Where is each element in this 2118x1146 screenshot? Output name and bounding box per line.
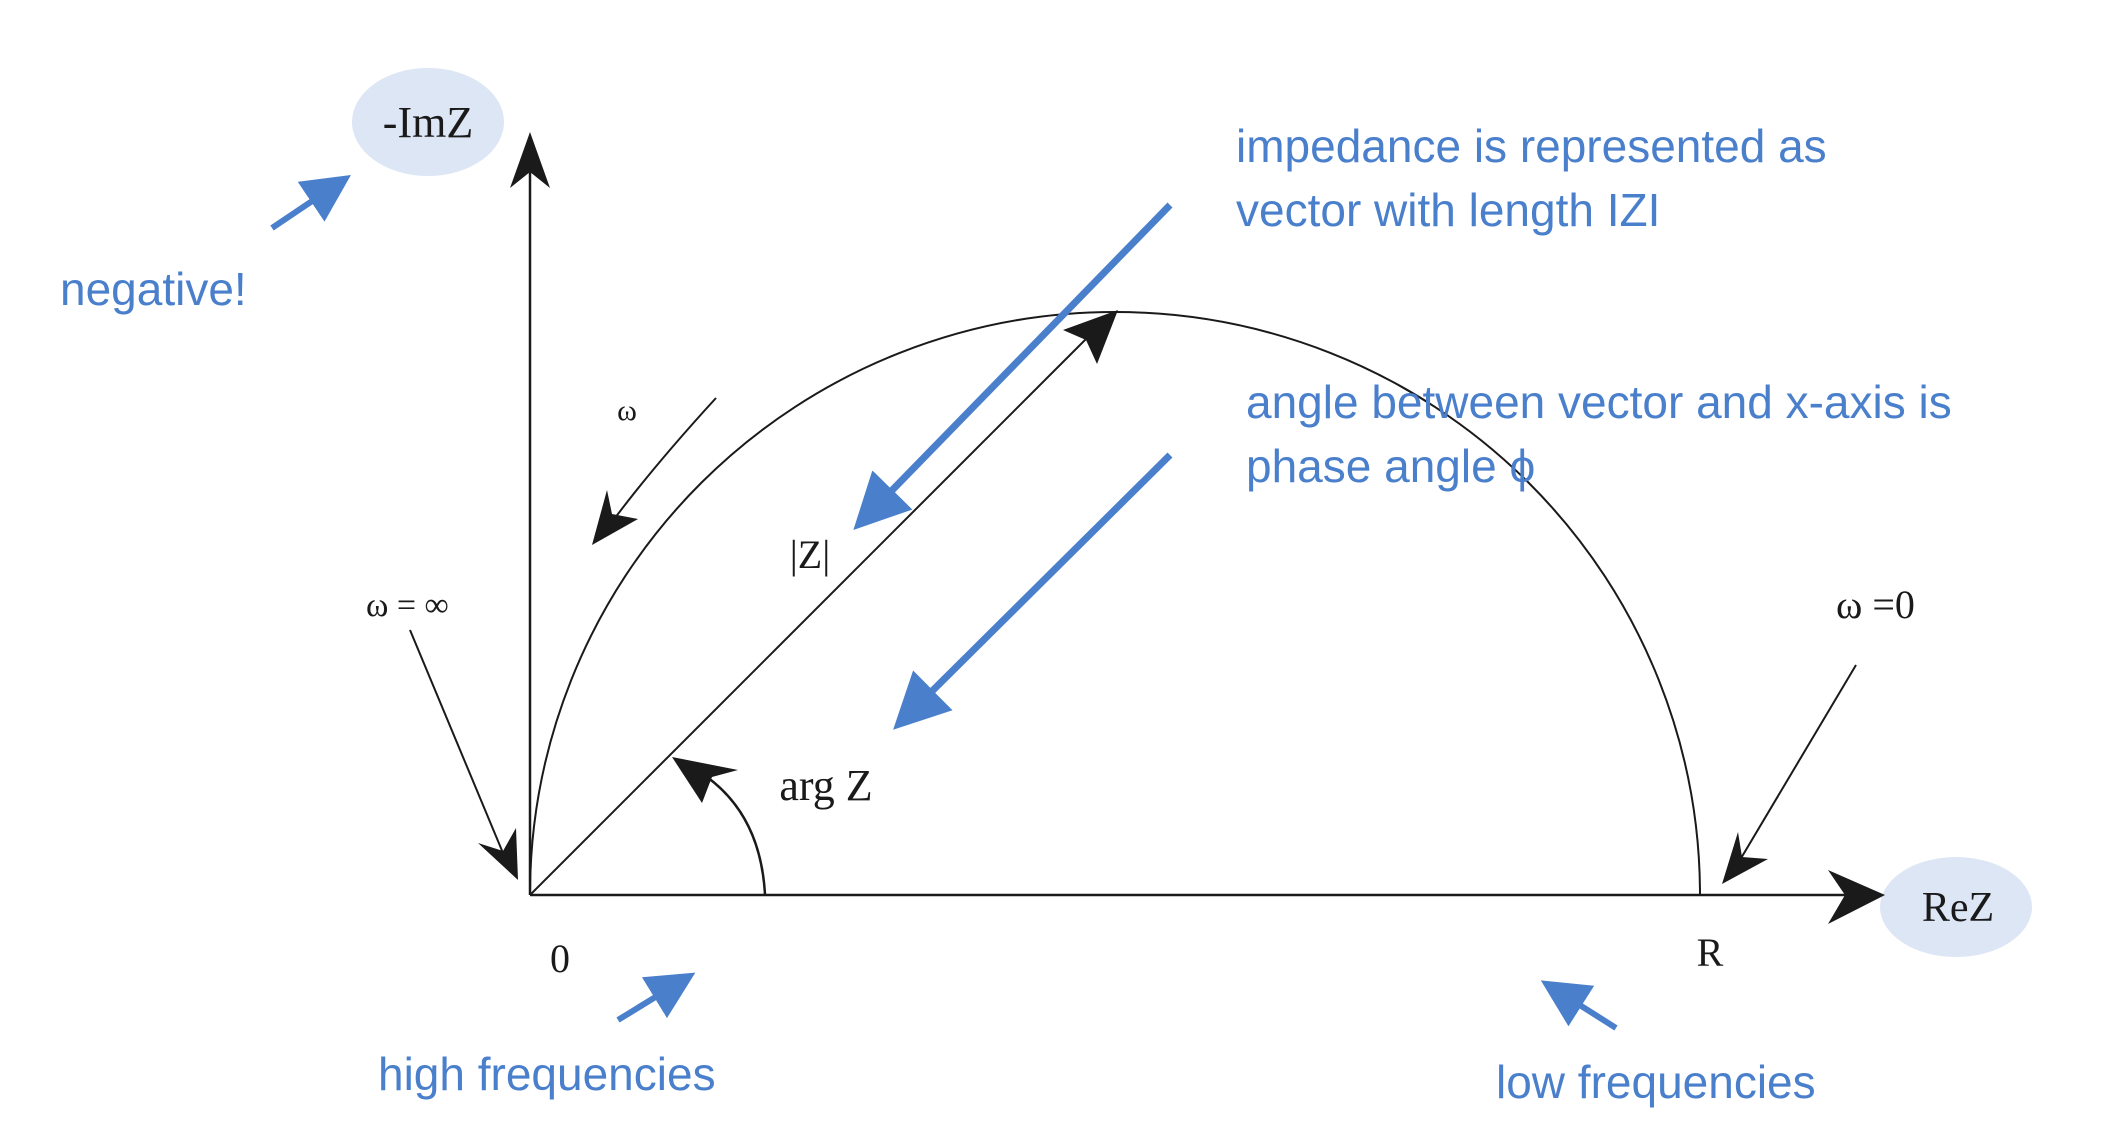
arg-label: arg Z [779,761,872,810]
y-axis-arrowhead [510,132,550,188]
r-label: R [1697,930,1724,975]
omega-rotation-arrowhead [592,490,638,545]
angle-annotation-line1: angle between vector and x-axis is [1246,376,1952,428]
origin-label: 0 [550,936,570,981]
omega-infinity-arrowhead [478,828,518,880]
x-label-highlight [1880,857,2032,957]
angle-annotation-line2: phase angle ϕ [1246,440,1535,492]
omega-infinity-label: ω = ∞ [366,587,449,624]
arg-angle-arrowhead [672,757,738,803]
omega-zero-arrowhead [1722,832,1768,884]
omega-zero-arrow [1733,664,1857,871]
magnitude-label: |Z| [790,532,830,577]
omega-zero-label: ω =0 [1836,582,1915,627]
impedance-vector-arrowhead [1063,310,1118,364]
high-frequencies-annotation: high frequencies [378,1048,716,1100]
low-frequencies-annotation: low frequencies [1496,1056,1816,1108]
impedance-annotation-line1: impedance is represented as [1236,120,1827,172]
impedance-annotation-line2: vector with length IZI [1236,184,1660,236]
impedance-vector [529,316,1109,896]
omega-infinity-arrow [409,629,509,866]
negative-annotation: negative! [60,263,247,315]
high-freq-pointer-arrow [616,972,696,1023]
angle-pointer-arrow [893,452,1173,730]
x-axis-label: ReZ [1922,885,1994,931]
x-axis-arrowhead [1828,870,1885,924]
impedance-pointer-arrow [853,202,1173,531]
y-axis-label: -ImZ [383,98,473,147]
omega-label: ω [617,394,637,427]
y-label-highlight [352,68,504,176]
negative-pointer-arrow [270,174,351,231]
low-freq-pointer-arrow [1540,980,1618,1031]
